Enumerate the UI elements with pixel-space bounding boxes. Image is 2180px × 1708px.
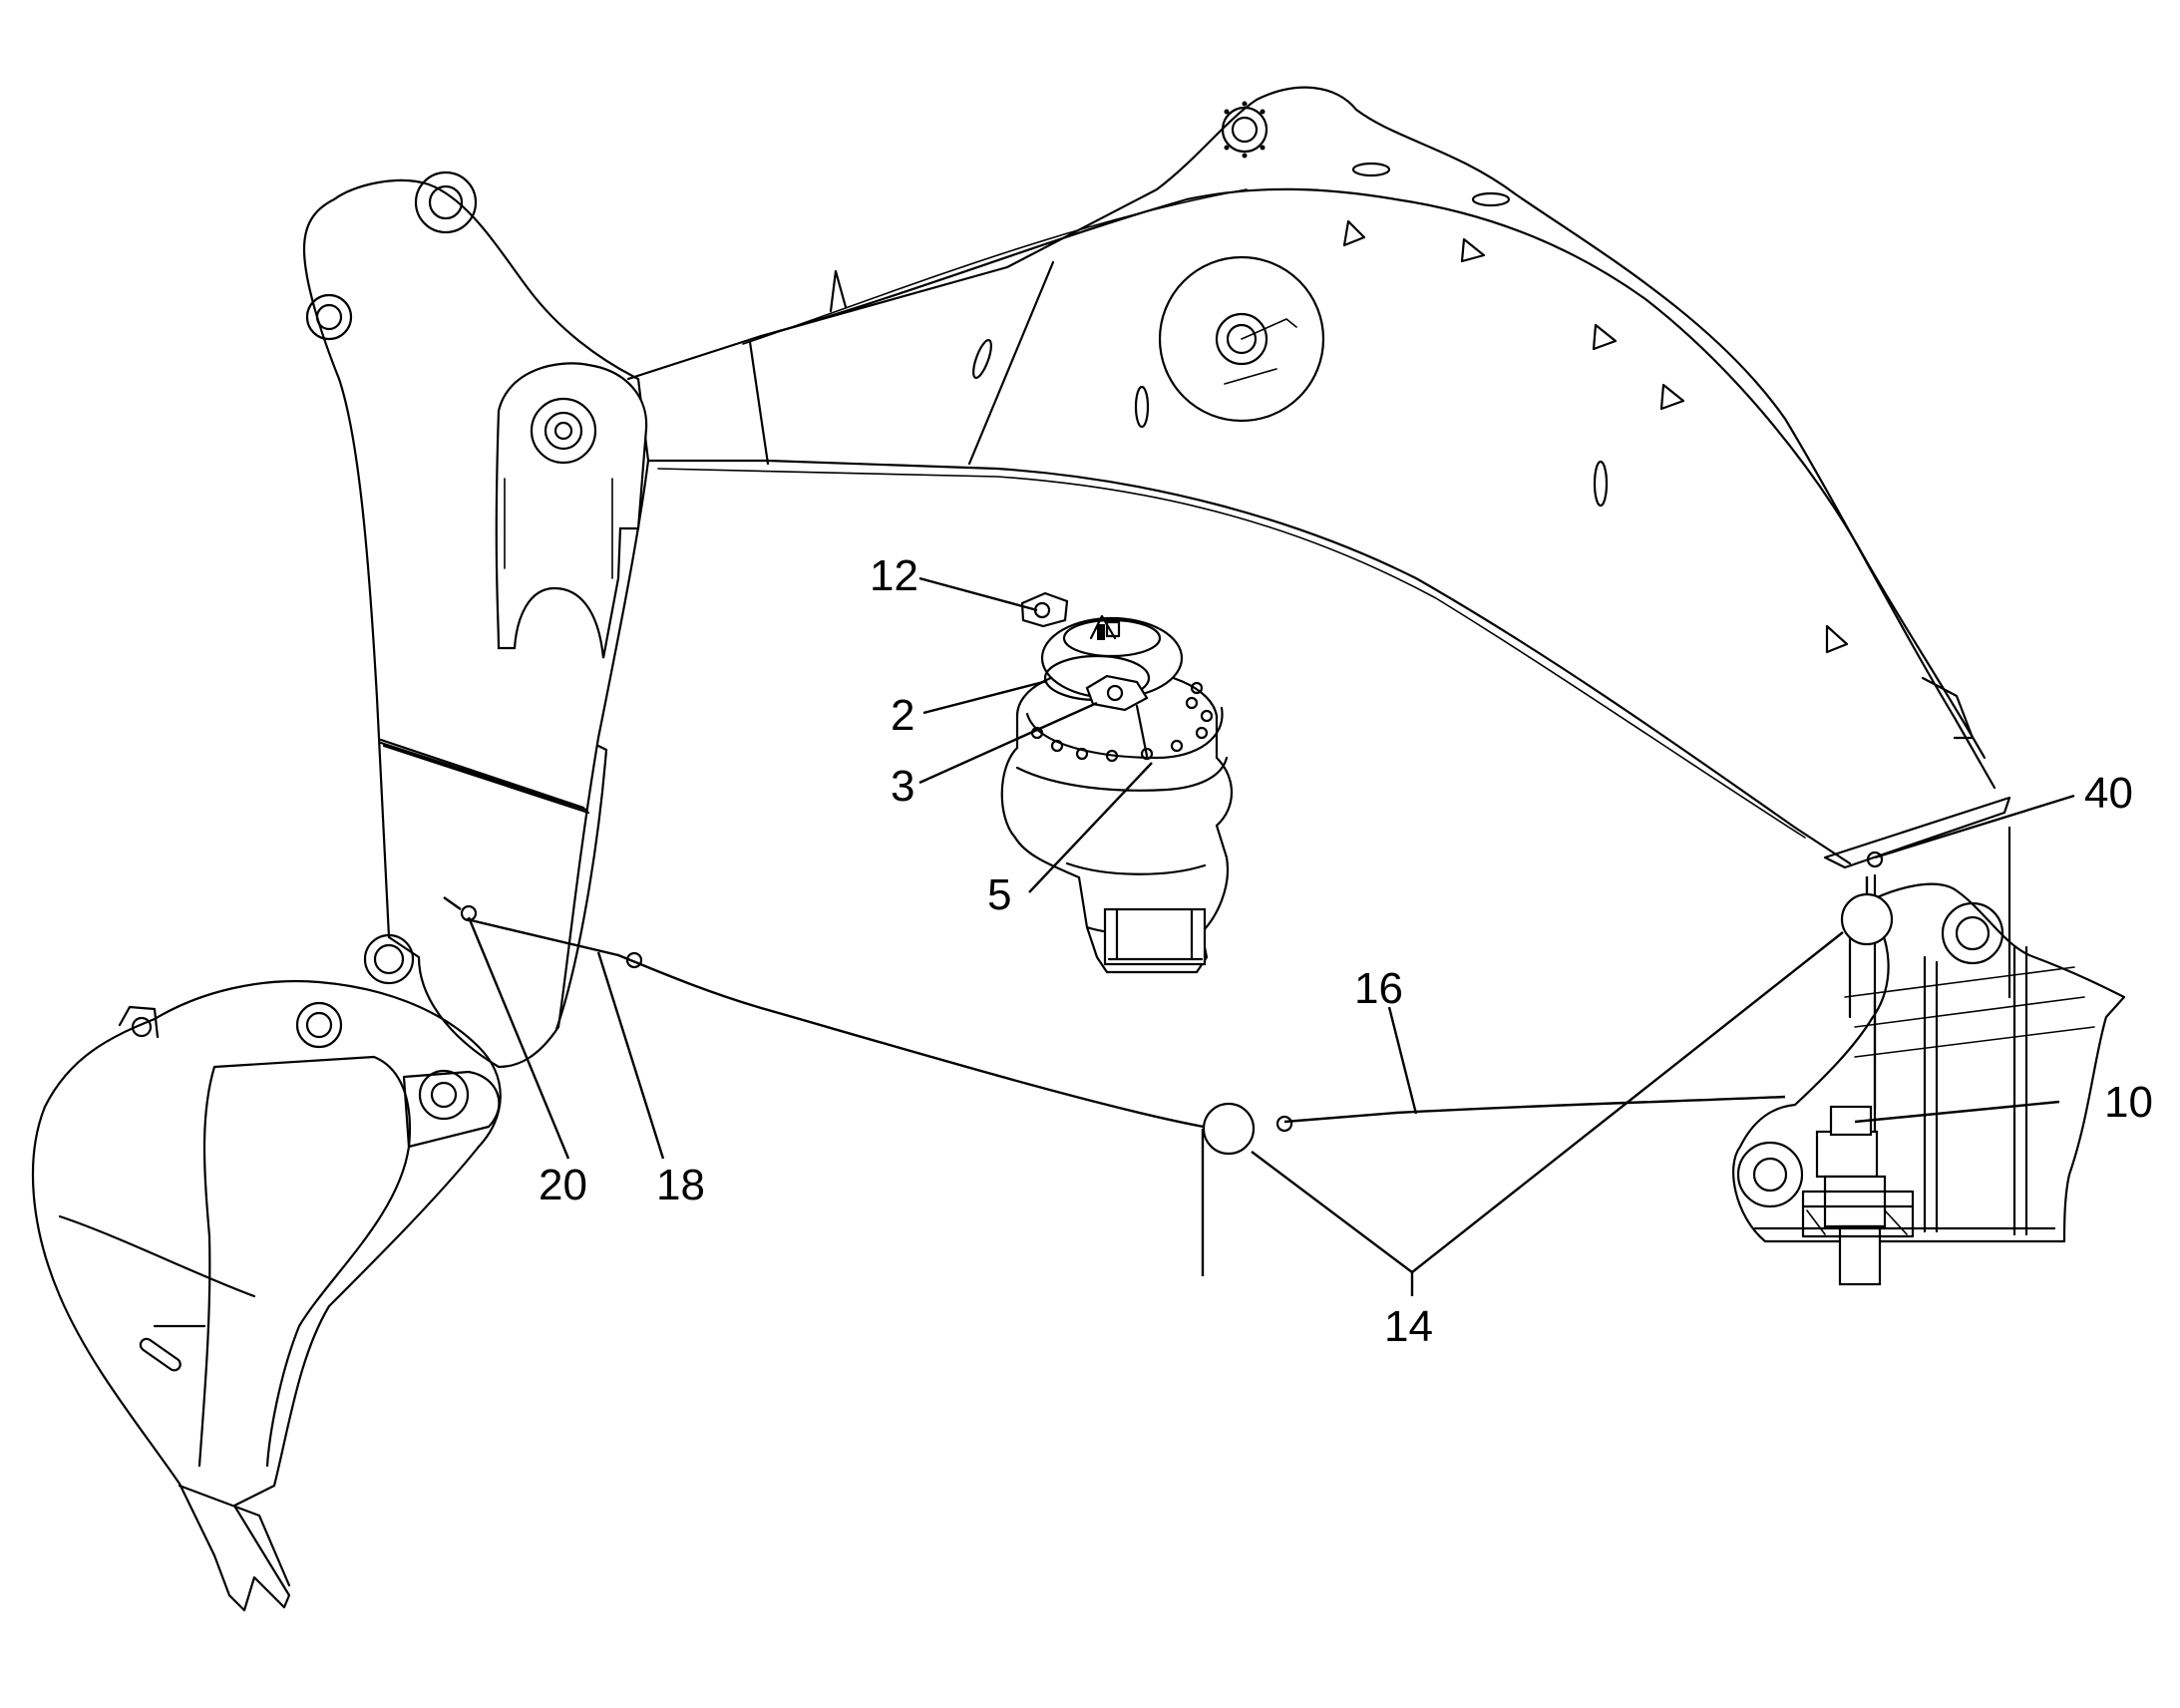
callout-leaders xyxy=(467,576,2075,1296)
leader-3 xyxy=(918,701,1098,785)
callout-12: 12 xyxy=(870,551,918,600)
callout-16: 16 xyxy=(1354,964,1403,1013)
callout-14: 14 xyxy=(1384,1302,1433,1351)
boom-foot xyxy=(1732,826,2126,1286)
leader-12 xyxy=(918,576,1038,612)
leader-20 xyxy=(467,916,570,1160)
leader-10 xyxy=(1854,1100,2060,1124)
callout-5: 5 xyxy=(987,870,1011,919)
callout-3: 3 xyxy=(891,762,914,811)
callout-18: 18 xyxy=(656,1161,705,1209)
callout-2: 2 xyxy=(891,691,914,740)
callout-40: 40 xyxy=(2084,769,2133,818)
boom-structure xyxy=(626,86,2011,869)
callout-10: 10 xyxy=(2104,1078,2153,1127)
leader-40 xyxy=(1874,794,2075,859)
leader-16 xyxy=(1387,1006,1418,1115)
leader-5 xyxy=(1028,762,1153,893)
drive-motor-assembly xyxy=(1000,591,1234,974)
lines-and-hoses xyxy=(443,851,1894,1276)
callout-labels: 12 2 3 5 40 16 10 20 18 14 xyxy=(539,551,2153,1351)
callout-20: 20 xyxy=(539,1161,587,1209)
leader-18 xyxy=(596,951,665,1160)
stick-arm xyxy=(302,171,650,1069)
leader-14 xyxy=(1251,931,1844,1296)
leader-2 xyxy=(922,679,1048,715)
bucket xyxy=(31,979,502,1612)
